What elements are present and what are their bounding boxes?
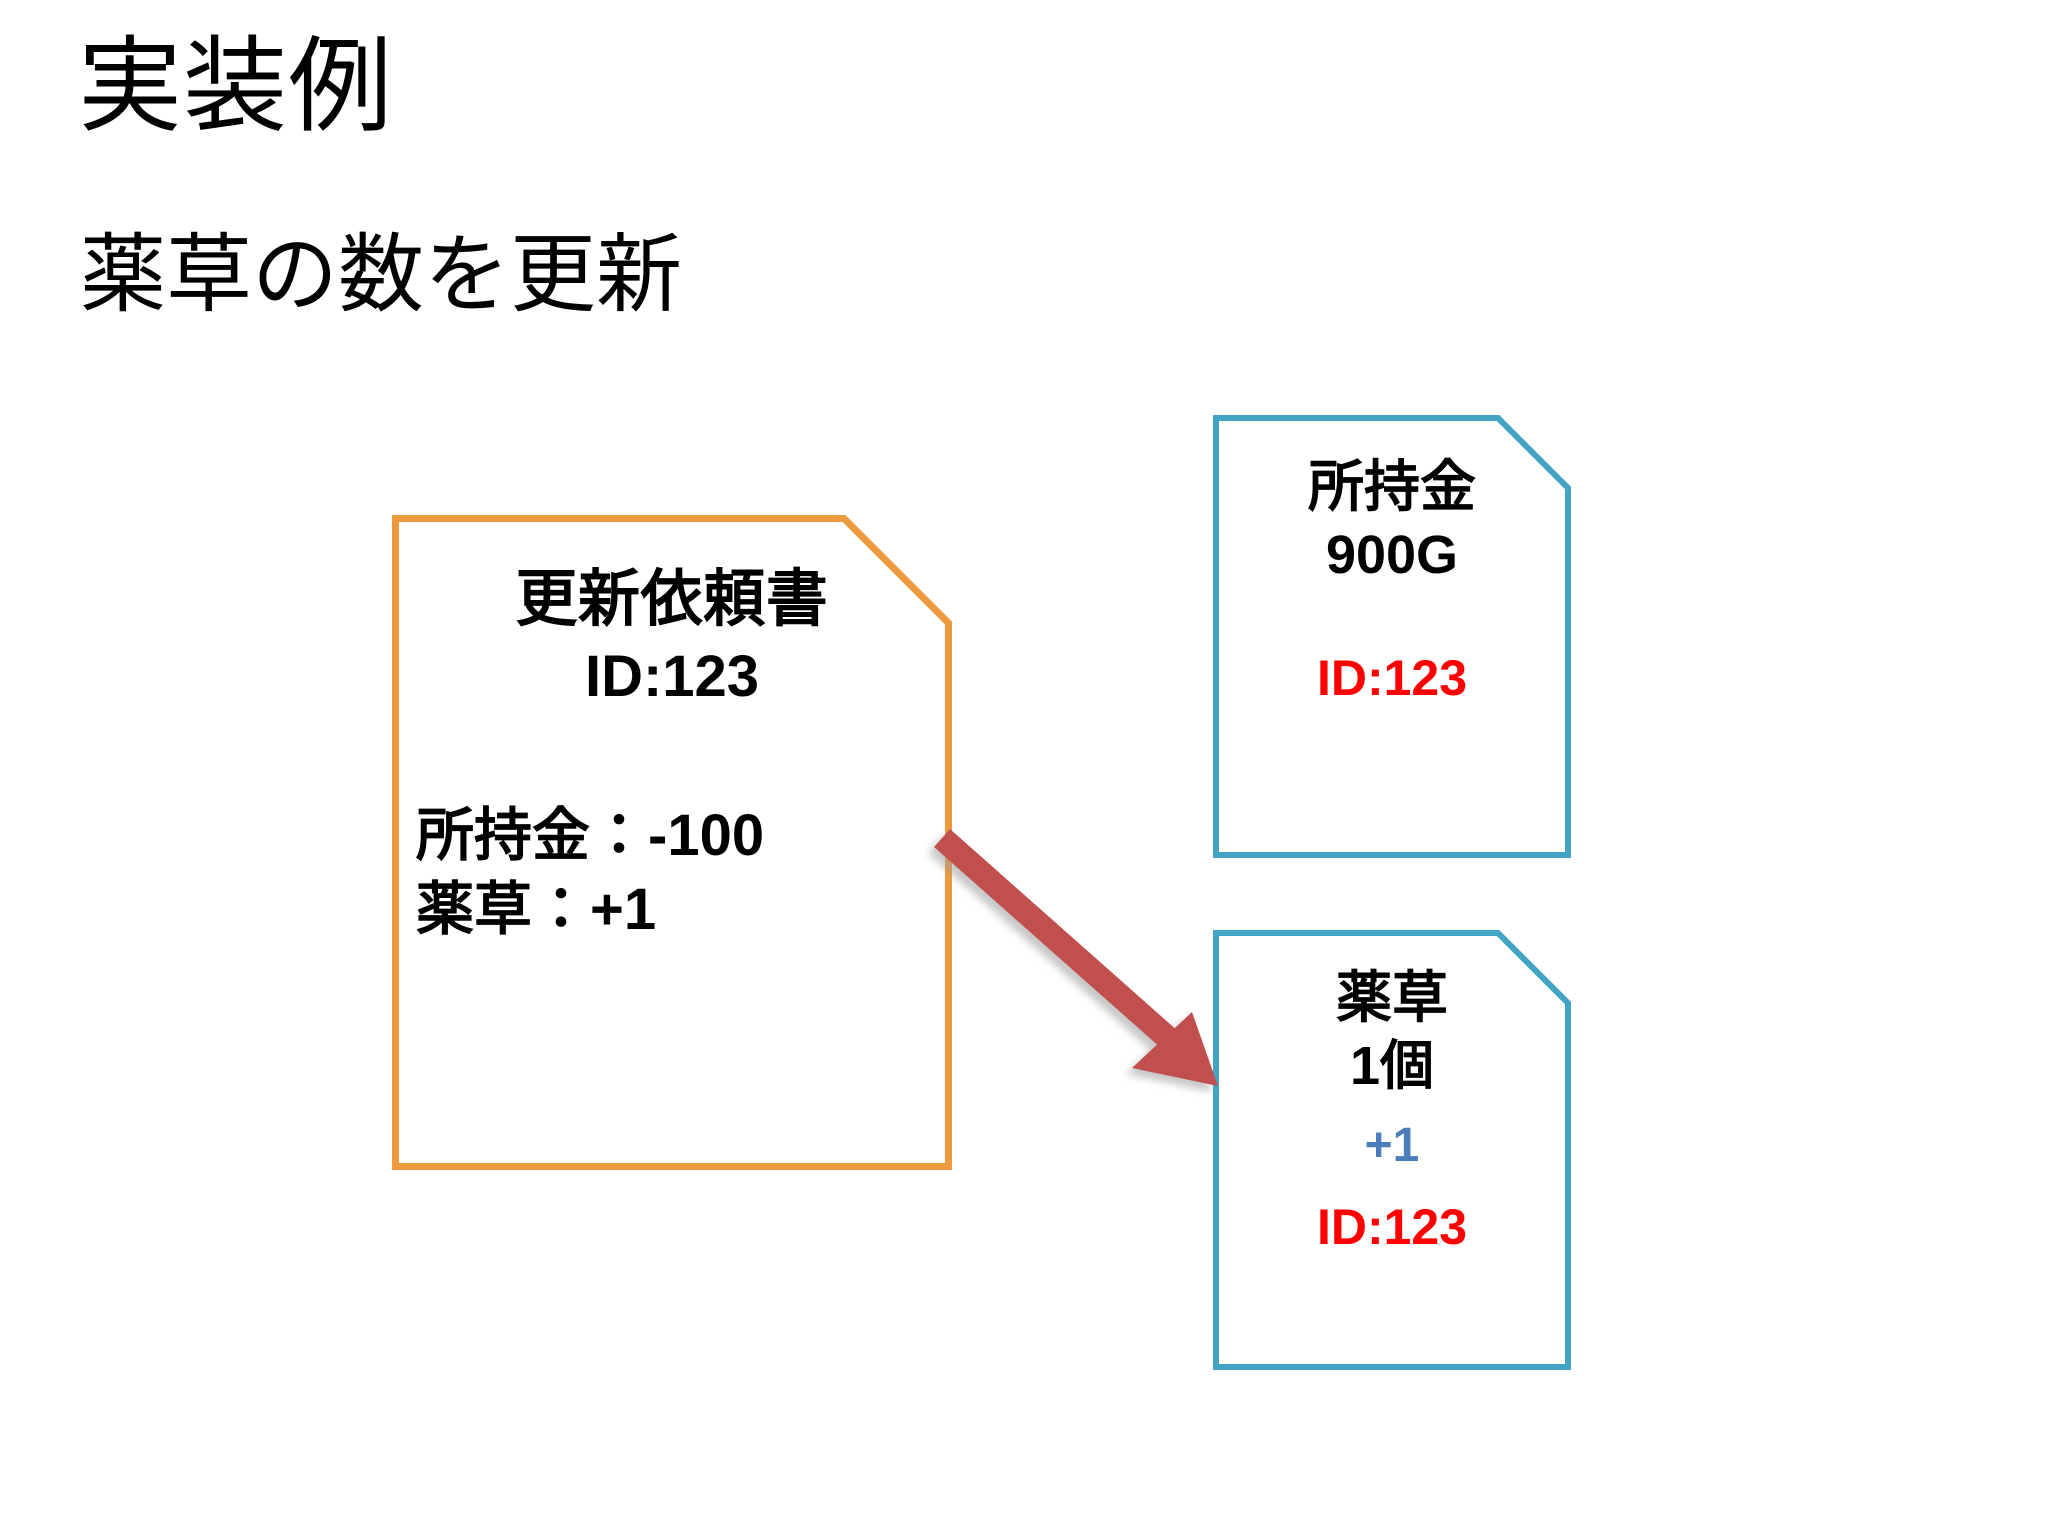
page-title: 実装例 <box>78 29 394 145</box>
herb-card-value: 1個 <box>1349 1036 1435 1097</box>
update-request-card: 更新依頼書 ID:123 所持金：-100 薬草：+1 <box>392 515 952 1170</box>
herb-card-delta: +1 <box>1364 1119 1420 1173</box>
request-line-gold: 所持金：-100 <box>416 803 765 869</box>
request-line-herb: 薬草：+1 <box>416 877 657 943</box>
request-card-id: ID:123 <box>584 644 760 710</box>
page-subtitle: 薬草の数を更新 <box>80 227 682 323</box>
folded-corner-shape-blue-herb <box>1213 930 1571 1370</box>
herb-card-id: ID:123 <box>1316 1198 1468 1255</box>
gold-card-id: ID:123 <box>1316 650 1468 707</box>
request-card-title: 更新依頼書 <box>515 565 829 634</box>
herb-card-heading: 薬草 <box>1336 966 1448 1029</box>
gold-card-heading: 所持金 <box>1308 455 1476 518</box>
gold-card-value: 900G <box>1325 525 1459 586</box>
folded-corner-shape-blue-gold <box>1213 415 1571 858</box>
gold-entity-card: 所持金 900G ID:123 <box>1213 415 1571 858</box>
herb-entity-card: 薬草 1個 +1 ID:123 <box>1213 930 1571 1370</box>
request-card-lines: 所持金：-100 薬草：+1 <box>392 799 764 947</box>
arrow-body <box>934 829 1218 1086</box>
